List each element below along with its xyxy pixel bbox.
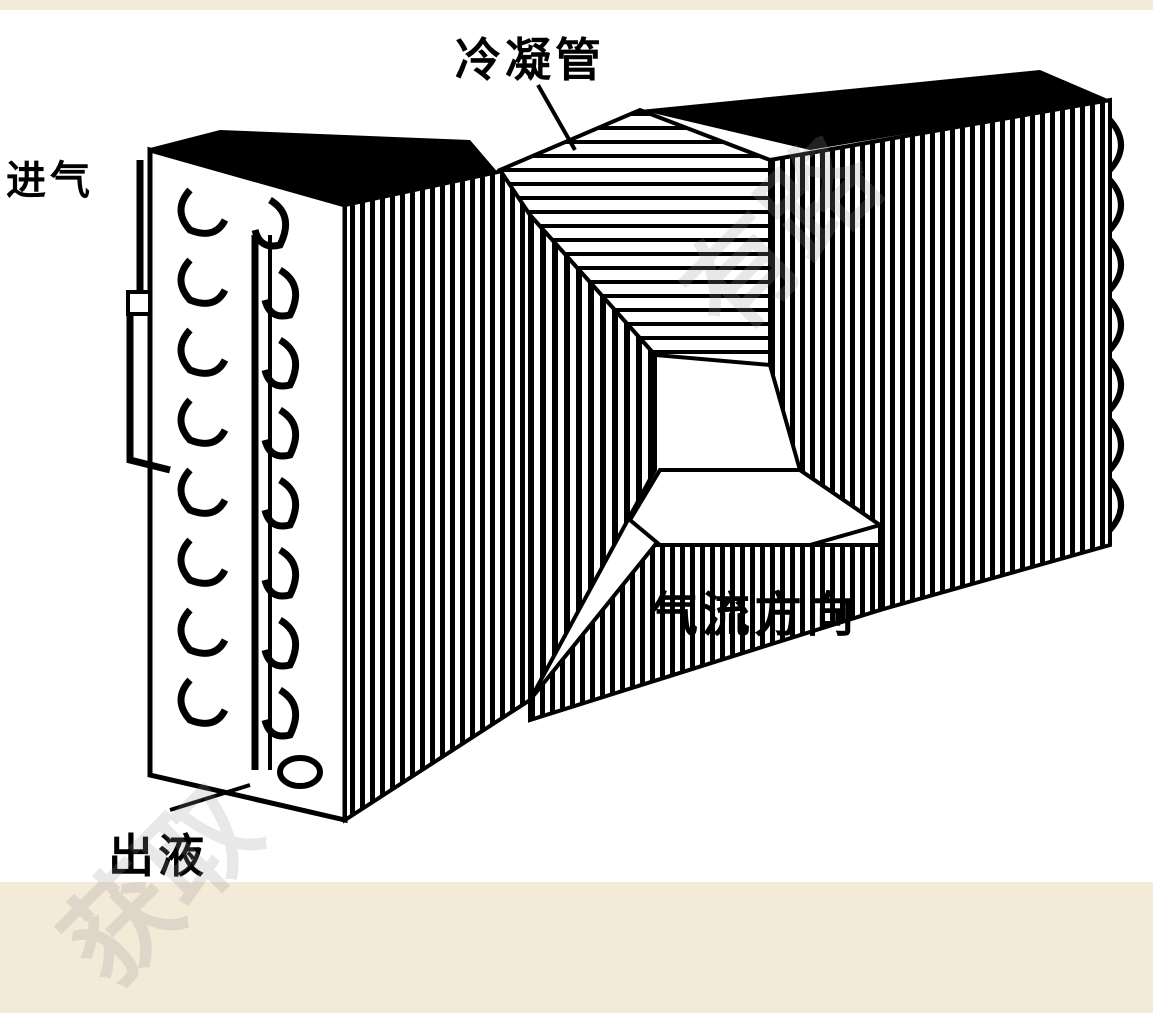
lower-fin-strip: [528, 543, 882, 723]
gas-inlet-label: 进气: [6, 157, 94, 204]
condenser-illustration: [126, 70, 1124, 824]
outlet-leader: [169, 783, 251, 812]
right-return-bends: [1107, 118, 1124, 532]
back-block-top: [640, 70, 1110, 150]
front-fin-face: [343, 162, 532, 824]
outlet-pipe-end: [277, 755, 323, 789]
condenser-leader: [536, 84, 577, 151]
inner-cut-face: [528, 209, 657, 701]
liquid-outlet-label: 出液: [108, 829, 208, 883]
inlet-pipe-joint: [126, 290, 152, 316]
airflow-direction-label: 气流方向: [650, 587, 859, 643]
front-block-top: [150, 130, 500, 205]
condenser-tube-label: 冷凝管: [455, 33, 605, 87]
condenser-diagram: 冷凝管 进气 气流方向 出液 有路 获取: [0, 10, 1153, 1009]
